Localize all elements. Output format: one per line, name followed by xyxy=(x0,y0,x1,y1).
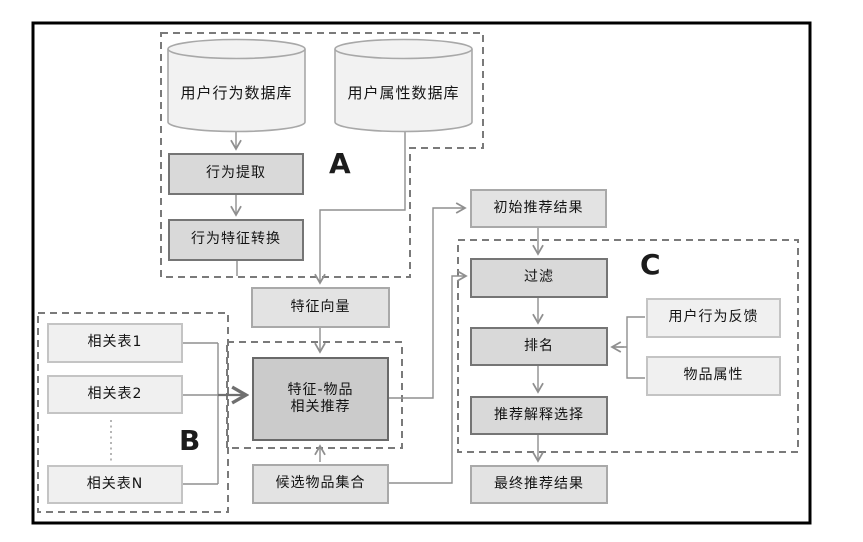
node-user-attribute-db: 用户属性数据库 xyxy=(347,84,460,102)
node-feature-item-recommendation: 特征-物品 相关推荐 xyxy=(252,357,389,441)
node-filter: 过滤 xyxy=(470,258,608,298)
user-attribute-db-cylinder xyxy=(334,38,473,133)
edge-attributedb-to-featurevector xyxy=(314,131,406,285)
node-related-table-1: 相关表1 xyxy=(47,323,183,363)
node-related-table-2: 相关表2 xyxy=(47,375,183,414)
node-candidate-item-set: 候选物品集合 xyxy=(252,464,389,504)
section-b-border xyxy=(37,312,229,513)
edge-featureitem-to-initialresult xyxy=(389,202,467,399)
section-c-label: C xyxy=(640,248,661,281)
node-user-behavior-feedback: 用户行为反馈 xyxy=(646,298,781,338)
edge-candidates-to-filter xyxy=(389,270,468,484)
node-related-table-n: 相关表N xyxy=(47,465,183,504)
edge-relatedtables-collector xyxy=(183,342,219,485)
node-recommendation-explanation-selection: 推荐解释选择 xyxy=(470,396,608,435)
feature-item-line1: 特征-物品 xyxy=(287,381,354,398)
section-b-label: B xyxy=(179,424,201,457)
node-feature-vector: 特征向量 xyxy=(251,287,390,328)
feature-item-line2: 相关推荐 xyxy=(290,399,351,415)
outer-frame xyxy=(31,21,812,525)
node-behavior-feature-conversion: 行为特征转换 xyxy=(168,219,304,261)
node-final-recommendation-result: 最终推荐结果 xyxy=(470,465,608,504)
section-a-label: A xyxy=(329,147,351,180)
section-a-border xyxy=(160,32,484,278)
node-item-attribute: 物品属性 xyxy=(646,356,781,396)
section-c-border xyxy=(457,239,799,453)
user-behavior-db-cylinder xyxy=(167,38,306,133)
node-user-behavior-db: 用户行为数据库 xyxy=(180,84,293,102)
node-ranking: 排名 xyxy=(470,327,608,366)
node-initial-recommendation-result: 初始推荐结果 xyxy=(470,189,607,228)
node-behavior-extraction: 行为提取 xyxy=(168,153,304,195)
